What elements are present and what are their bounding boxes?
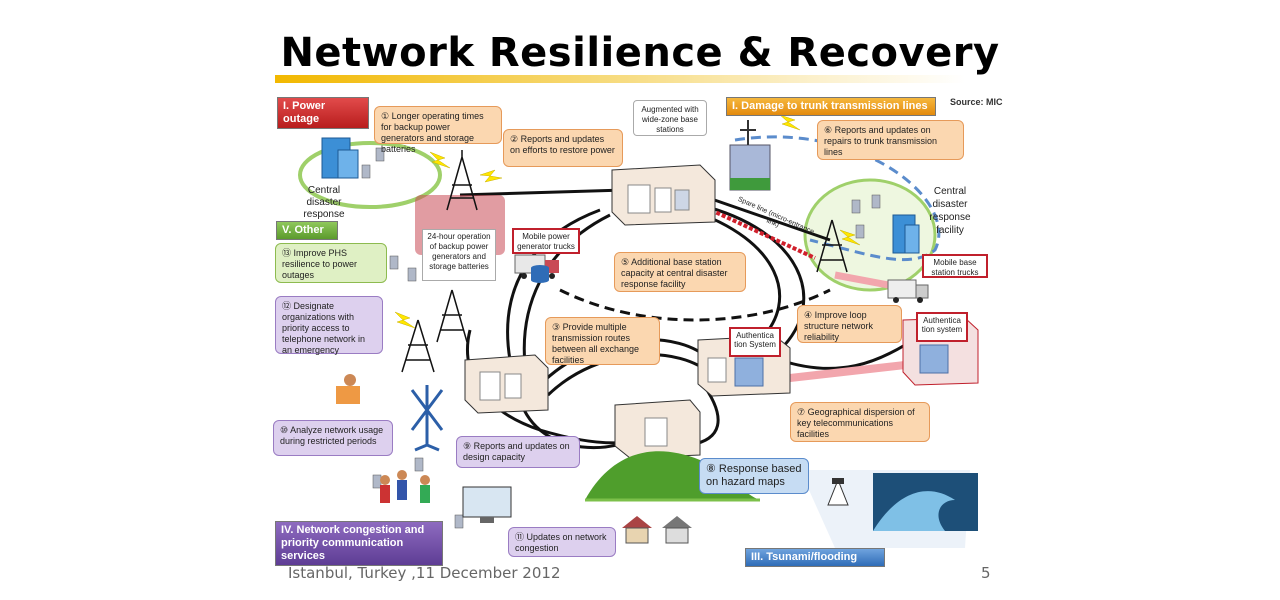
tower-top-left	[446, 150, 478, 211]
label-central-left: Central disaster response	[303, 185, 345, 220]
callout-11: ⑪ Updates on network congestion	[508, 527, 616, 557]
callout-4: ④ Improve loop structure network reliabi…	[797, 305, 902, 343]
label-auth-2: Authentica tion system	[916, 312, 968, 342]
category-power-outage: I. Power outage	[277, 97, 369, 129]
exchange-building-top	[611, 164, 716, 226]
phone-icons	[361, 147, 881, 529]
exchange-building-bottom	[614, 399, 701, 459]
footer-location-date: Istanbul, Turkey ,11 December 2012	[288, 564, 561, 582]
label-auth-1: Authentica tion System	[729, 327, 781, 357]
tower-low-left	[401, 319, 435, 373]
callout-12: ⑫ Designate organizations with priority …	[275, 296, 383, 355]
disabled-antenna	[410, 385, 444, 452]
spare-line	[699, 203, 816, 260]
exchange-building-left	[464, 354, 549, 414]
house-icons	[622, 516, 692, 544]
callout-2: ② Reports and updates on efforts to rest…	[503, 129, 623, 167]
callout-7: ⑦ Geographical dispersion of key telecom…	[790, 402, 930, 442]
tower-mid-left	[436, 289, 468, 343]
callout-9: ⑨ Reports and updates on design capacity	[456, 436, 580, 468]
central-building-left	[321, 137, 359, 179]
page-title: Network Resilience & Recovery	[280, 30, 1000, 76]
callout-8: ⑧ Response based on hazard maps	[699, 458, 809, 494]
backup-route-dashed	[559, 288, 831, 322]
title-underline	[275, 75, 965, 83]
callout-3: ③ Provide multiple transmission routes b…	[545, 317, 660, 365]
wireless-backup-link	[734, 135, 941, 262]
category-trunk-damage: I. Damage to trunk transmission lines	[726, 97, 936, 116]
source-note: Source: MIC	[950, 97, 1003, 107]
callout-6: ⑥ Reports and updates on repairs to trun…	[817, 120, 964, 160]
tsunami-scene	[800, 470, 978, 548]
people-scene	[336, 374, 512, 523]
label-24h-operation: 24-hour operation of backup power genera…	[422, 229, 496, 281]
footer-page-number: 5	[981, 564, 991, 582]
route-left-a	[506, 208, 601, 361]
category-congestion: IV. Network congestion and priority comm…	[275, 521, 443, 566]
trunk-line-top	[459, 188, 626, 197]
left-zone-ellipse	[298, 141, 442, 209]
category-tsunami: III. Tsunami/flooding	[745, 548, 885, 567]
dispersion-arrow	[789, 361, 906, 382]
database-icon	[531, 265, 549, 283]
callout-10: ⑩ Analyze network usage during restricte…	[273, 420, 393, 456]
central-building-right	[892, 214, 920, 254]
callout-1: ① Longer operating times for backup powe…	[374, 106, 502, 154]
label-central-right: Central disaster response facility	[929, 186, 971, 236]
route-to-right-facility	[779, 343, 906, 370]
label-mobile-base: Mobile base station trucks	[922, 254, 988, 278]
label-mobile-power: Mobile power generator trucks	[512, 228, 580, 254]
skyscraper-base-station	[729, 120, 771, 191]
tower-right	[816, 219, 848, 273]
category-other: V. Other	[276, 221, 338, 240]
label-augmented: Augmented with wide-zone base stations	[633, 100, 707, 136]
base-station-truck	[887, 279, 929, 303]
route-right-a	[689, 208, 782, 342]
trunk-line-right	[699, 193, 831, 242]
callout-13: ⑬ Improve PHS resilience to power outage…	[275, 243, 387, 283]
route-right-b	[699, 203, 806, 352]
callout-5: ⑤ Additional base station capacity at ce…	[614, 252, 746, 292]
signal-bolts	[394, 114, 861, 329]
right-zone-ellipse	[803, 178, 937, 292]
